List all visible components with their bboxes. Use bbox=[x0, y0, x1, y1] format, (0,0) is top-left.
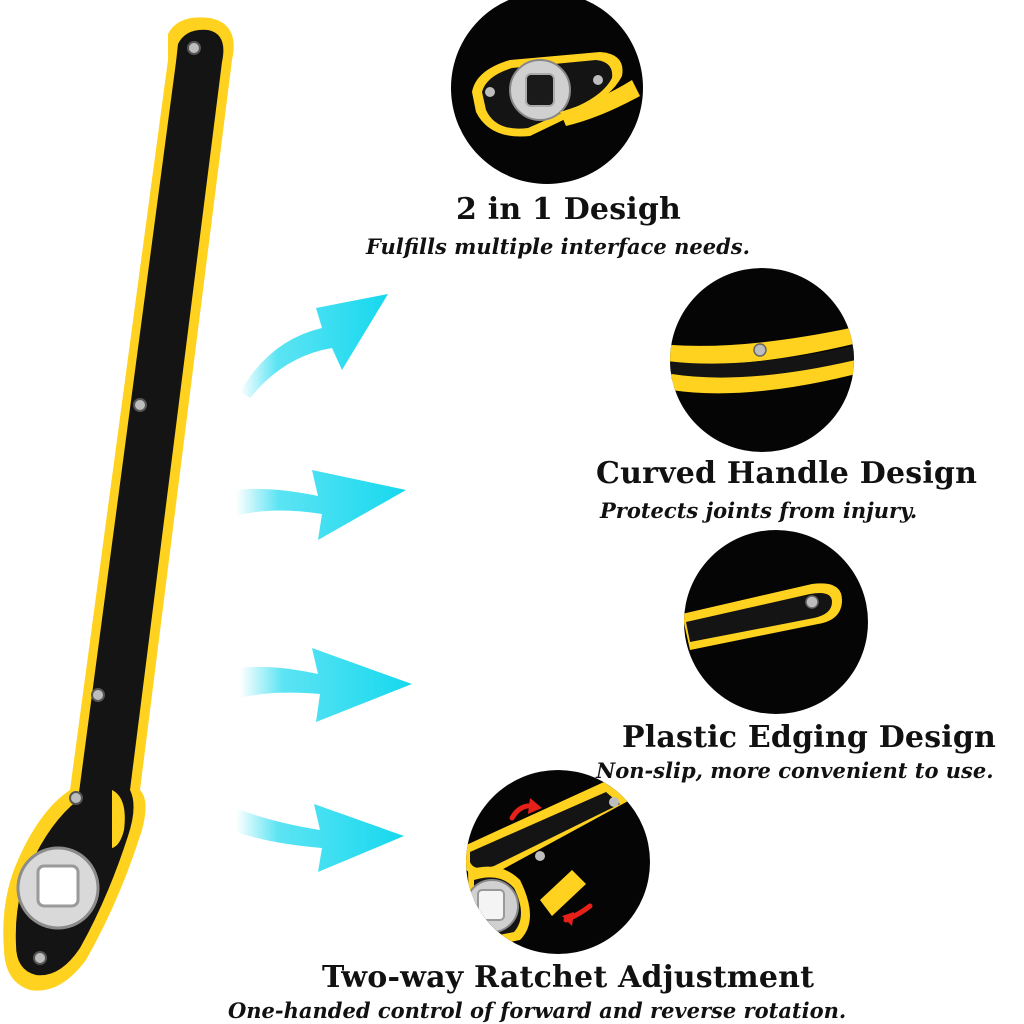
feature-subtitle: Non-slip, more convenient to use. bbox=[596, 758, 994, 783]
feature-title: 2 in 1 Desigh bbox=[456, 192, 682, 227]
socket-head-closeup-icon bbox=[451, 0, 643, 184]
feature-title: Two-way Ratchet Adjustment bbox=[322, 960, 815, 995]
ratchet-direction-closeup-icon bbox=[466, 770, 650, 954]
plastic-edge-closeup-icon bbox=[684, 530, 868, 714]
ratchet-wrench-icon bbox=[3, 17, 234, 991]
arrow-icon bbox=[236, 470, 406, 540]
feature-subtitle: One-handed control of forward and revers… bbox=[228, 998, 847, 1023]
feature-subtitle: Protects joints from injury. bbox=[600, 498, 918, 523]
curved-handle-closeup-icon bbox=[670, 268, 854, 452]
feature-title: Plastic Edging Design bbox=[622, 720, 997, 755]
feature-subtitle: Fulfills multiple interface needs. bbox=[366, 234, 750, 259]
arrow-icon bbox=[240, 294, 388, 398]
feature-title: Curved Handle Design bbox=[596, 456, 978, 491]
arrow-icon bbox=[240, 648, 412, 722]
arrow-icon bbox=[236, 804, 404, 872]
